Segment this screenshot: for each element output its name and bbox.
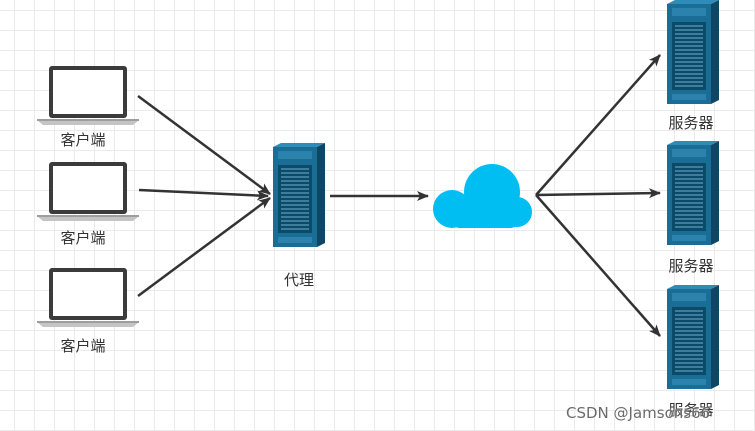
proxy-label: 代理 [284, 271, 314, 289]
edge-client2-proxy [138, 188, 269, 201]
server-icon [666, 140, 720, 246]
connectors [137, 54, 661, 337]
client-label: 客户端 [60, 337, 105, 355]
watermark-text: CSDN @Jamsons66 [566, 404, 711, 422]
edge-client1-proxy [137, 94, 271, 196]
edge-client3-proxy [137, 196, 271, 298]
client-node-3: 客户端 [37, 268, 139, 355]
laptop-icon [37, 268, 139, 327]
edge-cloud-server3 [535, 194, 661, 337]
server-label: 服务器 [668, 401, 713, 419]
laptop-icon [37, 162, 139, 221]
server-node-1: 服务器 [666, 0, 720, 132]
laptop-icon [37, 66, 139, 125]
client-label: 客户端 [60, 229, 105, 247]
client-node-2: 客户端 [37, 162, 139, 247]
cloud-node [433, 164, 532, 228]
server-label: 服务器 [668, 257, 713, 275]
server-label: 服务器 [668, 114, 713, 132]
server-icon [666, 0, 720, 105]
client-label: 客户端 [60, 131, 105, 149]
proxy-node: 代理 [272, 142, 326, 289]
edge-cloud-server1 [535, 54, 661, 196]
server-icon [272, 142, 326, 248]
edge-cloud-server2 [535, 188, 661, 199]
server-icon [666, 284, 720, 390]
client-node-1: 客户端 [37, 66, 139, 149]
cloud-icon [433, 164, 532, 228]
server-node-3: 服务器 [666, 284, 720, 419]
server-node-2: 服务器 [666, 140, 720, 275]
